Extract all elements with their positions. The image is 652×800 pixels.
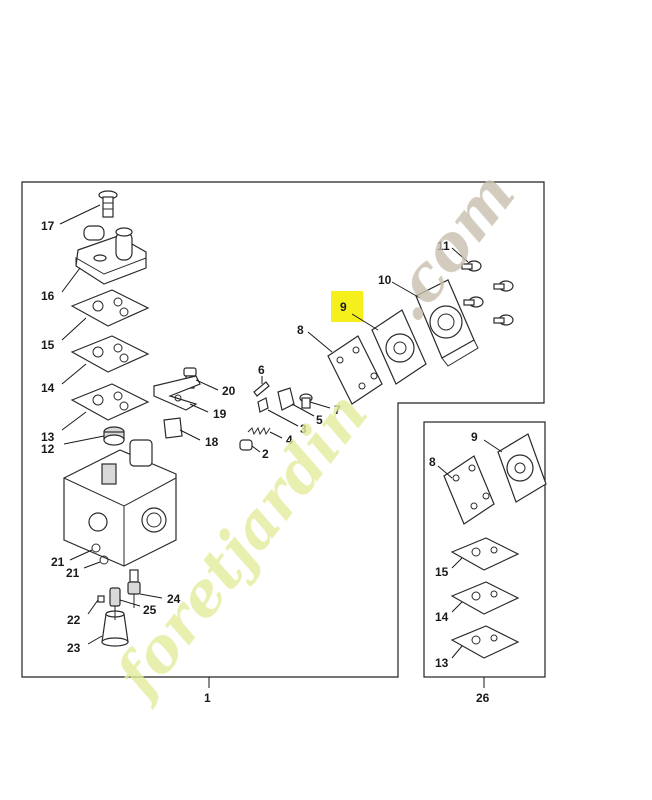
callout-18[interactable]: 18 — [179, 429, 219, 449]
assembly-number-26: 26 — [476, 691, 490, 705]
callout-5[interactable]: 5 — [291, 403, 323, 427]
inlet-needle-part — [253, 381, 270, 397]
svg-text:9: 9 — [340, 300, 347, 314]
callout-14[interactable]: 14 — [41, 363, 87, 395]
kit-callout-13[interactable]: 13 — [435, 645, 463, 670]
svg-text:18: 18 — [205, 435, 219, 449]
svg-text:14: 14 — [41, 381, 55, 395]
bushing-part — [163, 417, 183, 439]
callout-20[interactable]: 20 — [195, 379, 236, 398]
screw-part — [98, 190, 118, 218]
pump-cover-part — [75, 225, 147, 285]
carburetor-body-part — [63, 439, 177, 567]
svg-text:16: 16 — [41, 289, 55, 303]
adjusting-screw-24-part — [127, 569, 141, 608]
callout-15[interactable]: 15 — [41, 317, 87, 352]
svg-text:6: 6 — [258, 363, 265, 377]
gasket-14-part — [70, 335, 150, 373]
end-cover-part — [415, 279, 479, 367]
gasket-8-part — [327, 335, 383, 405]
svg-text:8: 8 — [297, 323, 304, 337]
svg-text:17: 17 — [41, 219, 55, 233]
kit-gasket-15-part — [450, 537, 520, 571]
assembly-number-1: 1 — [204, 691, 211, 705]
gasket-15-part — [70, 289, 150, 327]
gasket-13-part — [70, 383, 150, 421]
svg-text:3: 3 — [300, 422, 307, 436]
diaphragm-9-part — [371, 309, 427, 385]
spring-part — [247, 426, 271, 436]
callout-12[interactable]: 12 — [41, 435, 105, 456]
kit-callout-8[interactable]: 8 — [429, 455, 453, 479]
svg-text:2: 2 — [262, 447, 269, 461]
svg-text:12: 12 — [41, 442, 55, 456]
adjusting-screw-25-part — [109, 587, 121, 620]
svg-text:21: 21 — [66, 566, 80, 580]
callout-9[interactable]: 9 — [340, 300, 379, 331]
kit-callout-14[interactable]: 14 — [435, 601, 463, 624]
plug-part — [239, 439, 253, 451]
kit-gasket-8-part — [443, 455, 495, 525]
e-clip-part — [91, 543, 109, 565]
screw-set-part — [461, 260, 514, 326]
highlight-box — [331, 291, 363, 322]
control-lever-part — [153, 375, 201, 411]
callout-16[interactable]: 16 — [41, 267, 81, 303]
pin-part — [97, 595, 105, 603]
callout-24[interactable]: 24 — [139, 592, 181, 606]
callout-3[interactable]: 3 — [267, 409, 307, 436]
spindle-part — [257, 397, 269, 413]
svg-text:15: 15 — [435, 565, 449, 579]
callout-6[interactable]: 6 — [258, 363, 265, 384]
svg-text:8: 8 — [429, 455, 436, 469]
fillister-screw-part — [299, 393, 313, 409]
svg-text:14: 14 — [435, 610, 449, 624]
callout-2[interactable]: 2 — [251, 445, 269, 461]
kit-gasket-14-part — [450, 581, 520, 615]
callout-8[interactable]: 8 — [297, 323, 333, 353]
callout-19[interactable]: 19 — [189, 403, 227, 421]
svg-text:19: 19 — [213, 407, 227, 421]
callout-25[interactable]: 25 — [119, 599, 157, 617]
callout-10[interactable]: 10 — [378, 273, 421, 299]
kit-callout-15[interactable]: 15 — [435, 557, 463, 579]
svg-text:4: 4 — [286, 433, 293, 447]
svg-text:24: 24 — [167, 592, 181, 606]
svg-text:7: 7 — [334, 403, 341, 417]
svg-text:11: 11 — [437, 239, 450, 253]
svg-text:20: 20 — [222, 384, 236, 398]
watermark-logo: .com foretjardin — [100, 158, 529, 712]
callout-21a[interactable]: 21 — [51, 549, 93, 569]
callout-23[interactable]: 23 — [67, 635, 103, 655]
callout-13[interactable]: 13 — [41, 411, 87, 444]
svg-text:22: 22 — [67, 613, 81, 627]
svg-text:15: 15 — [41, 338, 55, 352]
kit-callout-9[interactable]: 9 — [471, 430, 503, 453]
svg-text:25: 25 — [143, 603, 157, 617]
svg-text:5: 5 — [316, 413, 323, 427]
svg-text:23: 23 — [67, 641, 81, 655]
svg-text:10: 10 — [378, 273, 392, 287]
svg-text:13: 13 — [435, 656, 449, 670]
kit-gasket-13-part — [450, 625, 520, 659]
callout-7[interactable]: 7 — [309, 401, 341, 417]
metering-lever-part — [277, 387, 295, 411]
callout-17[interactable]: 17 — [41, 204, 101, 233]
svg-text:9: 9 — [471, 430, 478, 444]
kit-diaphragm-9-part — [497, 433, 547, 503]
callout-11[interactable]: 11 — [437, 239, 469, 263]
callout-22[interactable]: 22 — [67, 599, 99, 627]
screen-part — [103, 426, 125, 446]
svg-text:13: 13 — [41, 430, 55, 444]
svg-text:21: 21 — [51, 555, 65, 569]
main-assembly-frame — [21, 181, 545, 678]
callout-21b[interactable]: 21 — [66, 561, 101, 580]
callout-4[interactable]: 4 — [269, 431, 293, 447]
